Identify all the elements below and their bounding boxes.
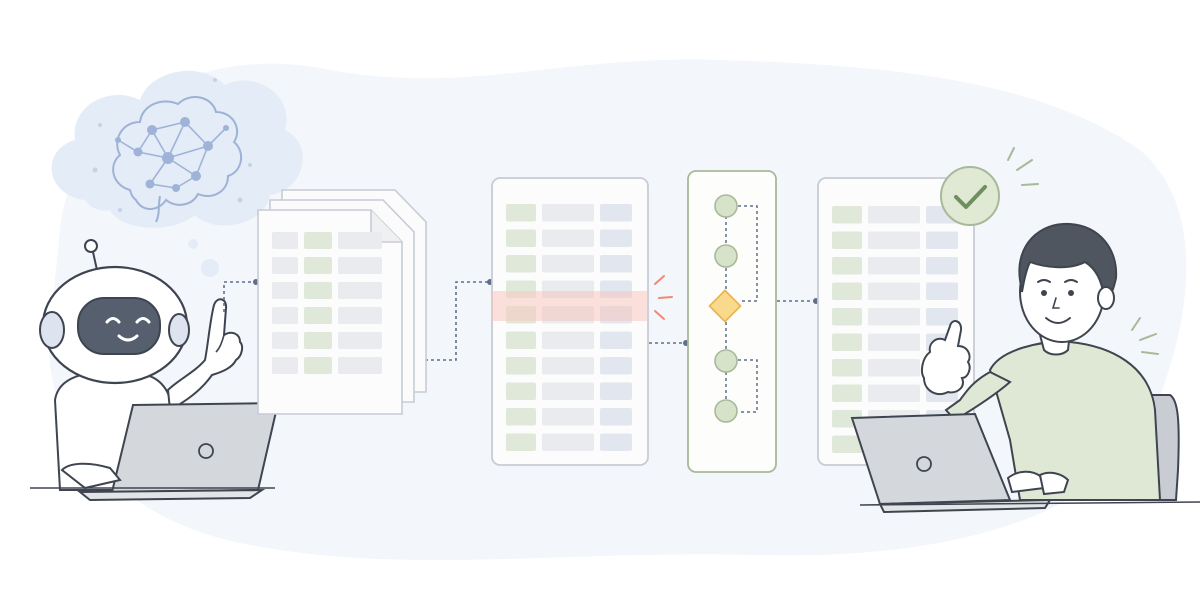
document-cell [338, 332, 382, 349]
spreadsheet-cell [832, 206, 862, 224]
spreadsheet-cell [542, 382, 594, 400]
document-cell [304, 232, 332, 249]
spreadsheet-cell [542, 255, 594, 273]
spreadsheet-cell [542, 331, 594, 349]
spreadsheet-cell [868, 206, 920, 224]
spreadsheet-cell [600, 229, 632, 247]
flowchart-icon [687, 170, 777, 473]
connector-lines [223, 281, 816, 361]
spreadsheet-cell [600, 433, 632, 451]
spreadsheet-icon [491, 177, 673, 466]
spreadsheet-cell [868, 359, 920, 377]
spreadsheet-cell [868, 384, 920, 402]
spreadsheet-cell [542, 204, 594, 222]
spreadsheet-cell [600, 255, 632, 273]
spreadsheet-cell [542, 229, 594, 247]
document-cell [272, 357, 298, 374]
spreadsheet-cell [506, 331, 536, 349]
spreadsheet-cell [868, 333, 920, 351]
spreadsheet-cell [506, 357, 536, 375]
spreadsheet-cell [600, 382, 632, 400]
robot-icon [30, 239, 280, 502]
spreadsheet-cell [926, 257, 958, 275]
brain-icon [112, 96, 243, 210]
person-icon [850, 222, 1200, 514]
spreadsheet-cell [832, 384, 862, 402]
highlighted-row [492, 291, 648, 321]
spreadsheet-cell [542, 433, 594, 451]
spreadsheet-cell [506, 408, 536, 426]
spreadsheet-cell [542, 357, 594, 375]
spreadsheet-cell [868, 257, 920, 275]
thought-cloud-icon [51, 70, 303, 277]
spreadsheet-cell [506, 433, 536, 451]
document-cell [272, 257, 298, 274]
document-cell [338, 357, 382, 374]
spreadsheet-cell [600, 357, 632, 375]
spreadsheet-cell [600, 331, 632, 349]
document-cell [272, 307, 298, 324]
spreadsheet-cell [832, 308, 862, 326]
highlight-marks [654, 275, 673, 320]
spreadsheet-cell [926, 308, 958, 326]
spreadsheet-cell [506, 204, 536, 222]
check-icon [940, 147, 1039, 226]
document-cell [304, 307, 332, 324]
spreadsheet-cell [600, 204, 632, 222]
document-cell [304, 332, 332, 349]
spreadsheet-cell [868, 231, 920, 249]
spreadsheet-cell [926, 282, 958, 300]
spreadsheet-cell [542, 408, 594, 426]
document-cell [272, 282, 298, 299]
laptop-icon [77, 401, 280, 502]
spreadsheet-cell [926, 231, 958, 249]
spreadsheet-cell [832, 359, 862, 377]
document-cell [272, 332, 298, 349]
spreadsheet-cell [832, 257, 862, 275]
document-cell [304, 357, 332, 374]
document-stack-icon [257, 189, 427, 415]
document-cell [272, 232, 298, 249]
spreadsheet-cell [832, 231, 862, 249]
document-cell [338, 307, 382, 324]
spreadsheet-cell [832, 333, 862, 351]
document-cell [338, 257, 382, 274]
document-cell [304, 282, 332, 299]
spreadsheet-cell [506, 229, 536, 247]
spreadsheet-cell [868, 282, 920, 300]
spreadsheet-cell [832, 435, 862, 453]
document-cell [338, 282, 382, 299]
spreadsheet-cell [506, 382, 536, 400]
document-cell [338, 232, 382, 249]
spreadsheet-cell [868, 308, 920, 326]
spreadsheet-cell [600, 408, 632, 426]
document-cell [304, 257, 332, 274]
spreadsheet-cell [506, 255, 536, 273]
spreadsheet-cell [832, 282, 862, 300]
